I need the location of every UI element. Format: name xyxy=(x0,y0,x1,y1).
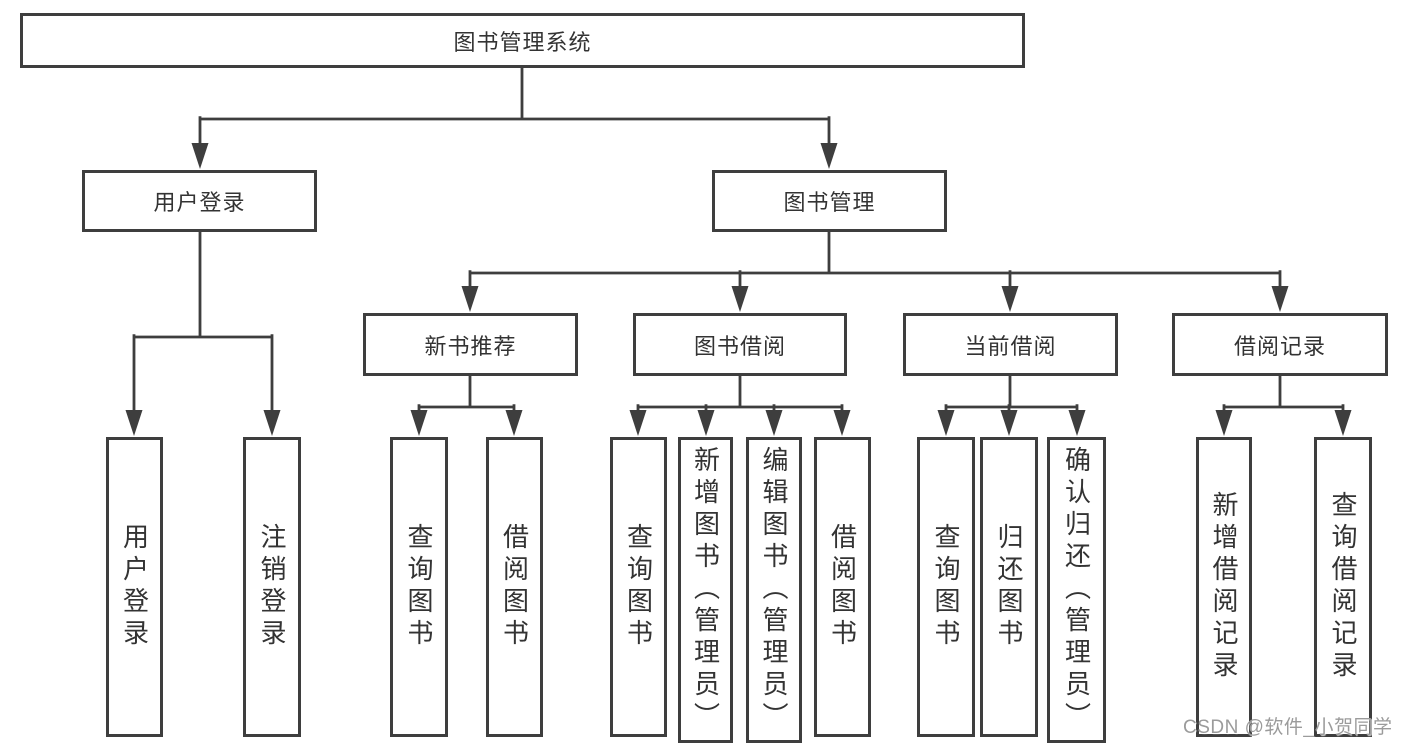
arrowhead xyxy=(191,143,209,169)
node-label: 编辑图书（管理员） xyxy=(759,446,789,734)
node-label: 借阅图书 xyxy=(827,523,858,651)
connector-borrow-records xyxy=(1215,374,1352,436)
connector-root xyxy=(191,66,838,169)
connector-current-borrow xyxy=(937,374,1086,436)
arrowhead xyxy=(731,286,749,312)
arrowhead xyxy=(833,410,851,436)
node-current-return-books: 归还图书 xyxy=(980,437,1038,737)
arrowhead xyxy=(263,410,281,436)
node-label: 用户登录 xyxy=(153,190,246,215)
node-label: 借阅图书 xyxy=(499,523,530,651)
arrowhead xyxy=(765,410,783,436)
connector-book-borrow xyxy=(629,374,851,436)
node-label: 用户登录 xyxy=(119,523,150,651)
node-borrow-query-books: 查询图书 xyxy=(610,437,667,737)
node-borrow-add-books-admin: 新增图书（管理员） xyxy=(678,437,733,743)
arrowhead xyxy=(629,410,647,436)
arrowhead xyxy=(1000,410,1018,436)
node-user-login: 用户登录 xyxy=(82,170,317,232)
node-current-query-books: 查询图书 xyxy=(917,437,975,737)
node-library-management-system: 图书管理系统 xyxy=(20,13,1025,68)
connector-book-management xyxy=(461,230,1289,312)
node-label: 当前借阅 xyxy=(964,333,1057,359)
watermark-csdn: CSDN @软件_小贺同学 xyxy=(1183,717,1393,738)
node-label: 图书管理 xyxy=(783,190,876,215)
arrowhead xyxy=(1271,286,1289,312)
node-records-add-borrow-record: 新增借阅记录 xyxy=(1196,437,1252,737)
node-recommend-borrow-books: 借阅图书 xyxy=(486,437,543,737)
node-new-book-recommend: 新书推荐 xyxy=(363,313,578,376)
node-login-user-login: 用户登录 xyxy=(106,437,163,737)
arrowhead xyxy=(820,143,838,169)
node-label: 查询图书 xyxy=(931,523,961,651)
arrowhead xyxy=(125,410,143,436)
node-label: 图书管理系统 xyxy=(453,29,592,55)
arrowhead xyxy=(1068,410,1086,436)
node-label: 注销登录 xyxy=(257,523,287,651)
node-label: 查询图书 xyxy=(623,523,654,651)
node-borrow-edit-books-admin: 编辑图书（管理员） xyxy=(746,437,802,743)
node-label: 查询借阅记录 xyxy=(1328,491,1358,683)
node-borrow-records: 借阅记录 xyxy=(1172,313,1388,376)
node-label: 确认归还（管理员） xyxy=(1061,446,1092,734)
node-label: 新书推荐 xyxy=(424,333,517,359)
node-label: 查询图书 xyxy=(404,523,434,651)
node-label: 新增图书（管理员） xyxy=(690,446,721,734)
node-label: 归还图书 xyxy=(994,523,1024,651)
node-current-borrow: 当前借阅 xyxy=(903,313,1118,376)
connector-user-login xyxy=(125,230,281,436)
node-recommend-query-books: 查询图书 xyxy=(390,437,448,737)
node-label: 借阅记录 xyxy=(1233,333,1326,359)
arrowhead xyxy=(1334,410,1352,436)
node-login-logout: 注销登录 xyxy=(243,437,301,737)
arrowhead xyxy=(461,286,479,312)
node-book-borrow: 图书借阅 xyxy=(633,313,847,376)
node-label: 新增借阅记录 xyxy=(1209,491,1239,683)
node-borrow-borrow-books: 借阅图书 xyxy=(814,437,871,737)
connector-new-book-recommend xyxy=(410,374,523,436)
arrowhead xyxy=(410,410,428,436)
node-book-management: 图书管理 xyxy=(712,170,947,232)
node-records-query-borrow-record: 查询借阅记录 xyxy=(1314,437,1372,737)
node-current-confirm-return-admin: 确认归还（管理员） xyxy=(1047,437,1106,743)
arrowhead xyxy=(505,410,523,436)
arrowhead xyxy=(697,410,715,436)
arrowhead xyxy=(1215,410,1233,436)
arrowhead xyxy=(1001,286,1019,312)
node-label: 图书借阅 xyxy=(693,333,786,359)
arrowhead xyxy=(937,410,955,436)
